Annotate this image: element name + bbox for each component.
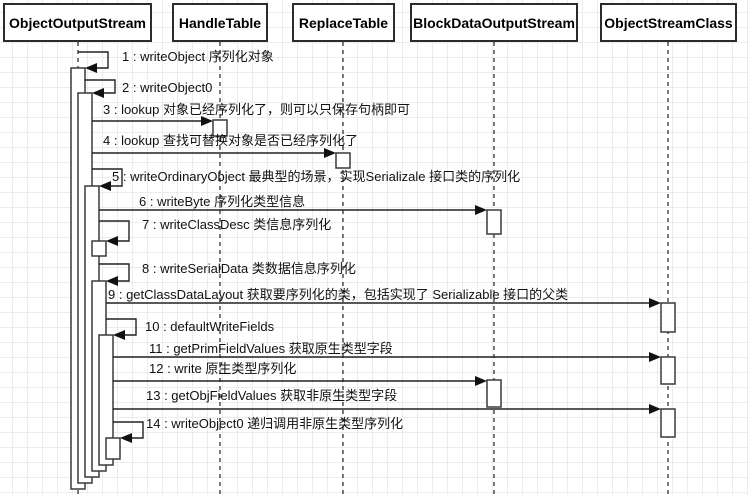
arrowhead-2 (92, 88, 104, 98)
participant-objectoutputstream: ObjectOutputStream (3, 3, 152, 42)
activation-bar-4 (91, 240, 107, 257)
participant-label: HandleTable (178, 14, 262, 31)
arrowhead-13 (649, 404, 661, 414)
participant-label: ObjectOutputStream (9, 14, 146, 31)
self-call-arrowheads (85, 63, 132, 443)
self-call-arrows (78, 51, 144, 439)
message-line-7 (99, 220, 130, 242)
message-label-3: 3 : lookup 对象已经序列化了，则可以只保存句柄即可 (103, 102, 410, 117)
arrowhead-5 (99, 181, 111, 191)
message-label-7: 7 : writeClassDesc 类信息序列化 (142, 217, 332, 232)
message-label-9: 9 : getClassDataLayout 获取要序列化的类，包括实现了 Se… (108, 287, 569, 302)
call-arrows (92, 120, 649, 410)
arrowhead-7 (106, 236, 118, 246)
activation-bar-blockdata-2 (486, 379, 502, 408)
participant-label: ReplaceTable (298, 14, 389, 31)
call-arrowheads (201, 116, 661, 414)
arrowhead-3 (201, 116, 213, 126)
message-label-10: 10 : defaultWriteFields (145, 319, 275, 334)
participant-label: ObjectStreamClass (604, 14, 733, 31)
activation-bar-streamclass-3 (660, 408, 676, 438)
message-label-2: 2 : writeObject0 (122, 80, 213, 95)
message-line-8 (99, 263, 130, 282)
activation-bar-6 (98, 334, 114, 466)
activation-bar-streamclass-2 (660, 356, 676, 385)
arrowhead-12 (475, 376, 487, 386)
participant-blockdataoutputstream: BlockDataOutputStream (410, 3, 578, 42)
arrowhead-9 (649, 298, 661, 308)
message-label-5: 5 : writeOrdinaryObject 最典型的场景，实现Seriali… (112, 169, 521, 184)
message-label-4: 4 : lookup 查找可替换对象是否已经序列化了 (103, 133, 358, 148)
message-line-14 (113, 421, 144, 439)
message-line-2 (85, 79, 116, 94)
message-label-13: 13 : getObjFieldValues 获取非原生类型字段 (146, 388, 398, 403)
arrowhead-4 (324, 148, 336, 158)
message-line-5 (92, 168, 123, 187)
participant-replacetable: ReplaceTable (292, 3, 395, 42)
participant-label: BlockDataOutputStream (413, 14, 575, 31)
activation-bar-replacetable (335, 152, 351, 169)
message-label-14: 14 : writeObject0 递归调用非原生类型序列化 (146, 416, 404, 431)
activation-bar-handletable (212, 119, 228, 137)
arrowhead-1 (85, 63, 97, 73)
activation-bar-blockdata-1 (486, 209, 502, 235)
arrowhead-10 (113, 330, 125, 340)
message-label-1: 1 : writeObject 序列化对象 (122, 49, 274, 64)
arrowhead-14 (120, 433, 132, 443)
activation-bar-streamclass-1 (660, 302, 676, 333)
message-line-1 (78, 51, 109, 69)
message-label-11: 11 : getPrimFieldValues 获取原生类型字段 (149, 341, 393, 356)
message-label-6: 6 : writeByte 序列化类型信息 (139, 194, 306, 209)
activation-bars (70, 67, 676, 490)
message-label-12: 12 : write 原生类型序列化 (149, 361, 297, 376)
arrowhead-6 (475, 205, 487, 215)
message-label-8: 8 : writeSerialData 类数据信息序列化 (142, 261, 356, 276)
arrowhead-11 (649, 352, 661, 362)
arrowhead-8 (106, 276, 118, 286)
participant-handletable: HandleTable (172, 3, 268, 42)
participant-objectstreamclass: ObjectStreamClass (600, 3, 737, 42)
message-line-10 (106, 318, 137, 336)
activation-bar-7 (105, 437, 121, 460)
